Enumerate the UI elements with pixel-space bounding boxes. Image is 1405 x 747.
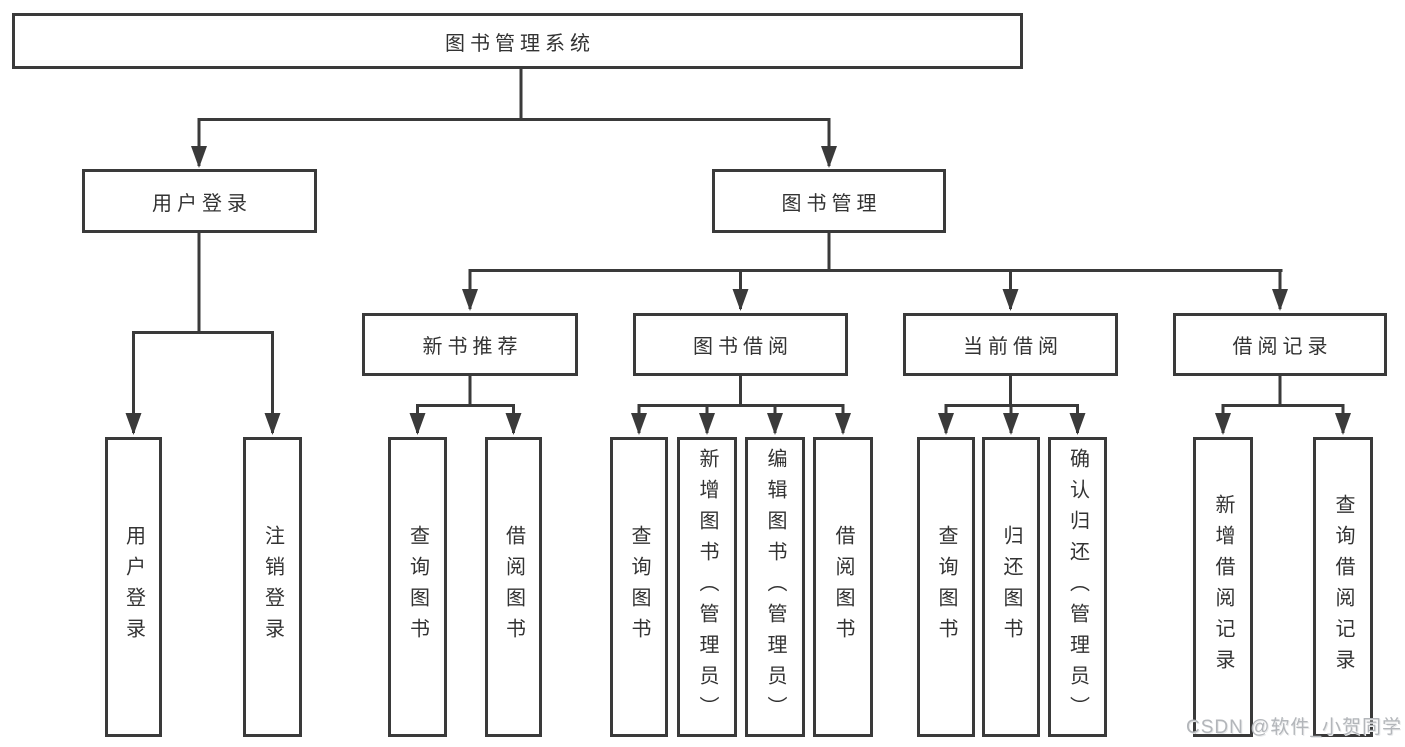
leaf-logout: 注销登录: [243, 437, 302, 737]
leaf-label: 查询图书: [935, 525, 957, 649]
node-label: 当前借阅: [963, 336, 1063, 358]
leaf-label: 新增借阅记录: [1212, 494, 1234, 680]
leaf-query-books-recommend: 查询图书: [388, 437, 447, 737]
leaf-borrow-books-recommend: 借阅图书: [485, 437, 542, 737]
node-library-management-system: 图书管理系统: [12, 13, 1023, 69]
leaf-label: 确认归还（管理员）: [1066, 447, 1089, 727]
node-label: 新书推荐: [422, 336, 523, 358]
connector-user-login: [125, 233, 281, 435]
leaf-confirm-return-admin: 确认归还（管理员）: [1048, 437, 1107, 737]
leaf-label: 借阅图书: [832, 525, 854, 649]
leaf-borrow-books: 借阅图书: [813, 437, 873, 737]
leaf-label: 编辑图书（管理员）: [764, 447, 786, 727]
leaf-return-book: 归还图书: [982, 437, 1040, 737]
node-user-login: 用户登录: [82, 169, 317, 233]
connector-book-borrowing: [631, 376, 851, 435]
node-label: 用户登录: [152, 192, 252, 215]
leaf-query-borrow-record: 查询借阅记录: [1313, 437, 1373, 737]
leaf-query-books-borrow: 查询图书: [610, 437, 668, 737]
node-label: 图书借阅: [693, 336, 793, 358]
connector-current-borrowing: [938, 376, 1086, 435]
node-book-borrowing: 图书借阅: [633, 313, 848, 376]
leaf-add-book-admin: 新增图书（管理员）: [677, 437, 737, 737]
leaf-add-borrow-record: 新增借阅记录: [1193, 437, 1253, 737]
node-label: 借阅记录: [1232, 336, 1333, 358]
connector-new-book-recommendation: [409, 376, 522, 435]
connector-borrowing-records: [1215, 376, 1351, 435]
leaf-label: 归还图书: [1000, 525, 1022, 649]
leaf-user-login: 用户登录: [105, 437, 162, 737]
leaf-label: 查询图书: [628, 525, 650, 649]
node-book-management: 图书管理: [712, 169, 946, 233]
connector-book-management: [462, 233, 1288, 311]
csdn-watermark: CSDN @软件_小贺同学: [1186, 717, 1402, 738]
node-current-borrowing: 当前借阅: [903, 313, 1118, 376]
leaf-label: 借阅图书: [502, 525, 525, 649]
leaf-label: 查询图书: [406, 525, 429, 649]
leaf-label: 用户登录: [122, 525, 145, 649]
leaf-edit-book-admin: 编辑图书（管理员）: [745, 437, 805, 737]
connector-root: [191, 69, 837, 168]
leaf-label: 查询借阅记录: [1332, 494, 1354, 680]
leaf-query-books-current: 查询图书: [917, 437, 975, 737]
leaf-label: 新增图书（管理员）: [696, 447, 718, 727]
node-new-book-recommendation: 新书推荐: [362, 313, 578, 376]
node-label: 图书管理: [781, 192, 882, 215]
leaf-label: 注销登录: [261, 525, 284, 649]
node-borrowing-records: 借阅记录: [1173, 313, 1387, 376]
node-label: 图书管理系统: [445, 32, 595, 55]
